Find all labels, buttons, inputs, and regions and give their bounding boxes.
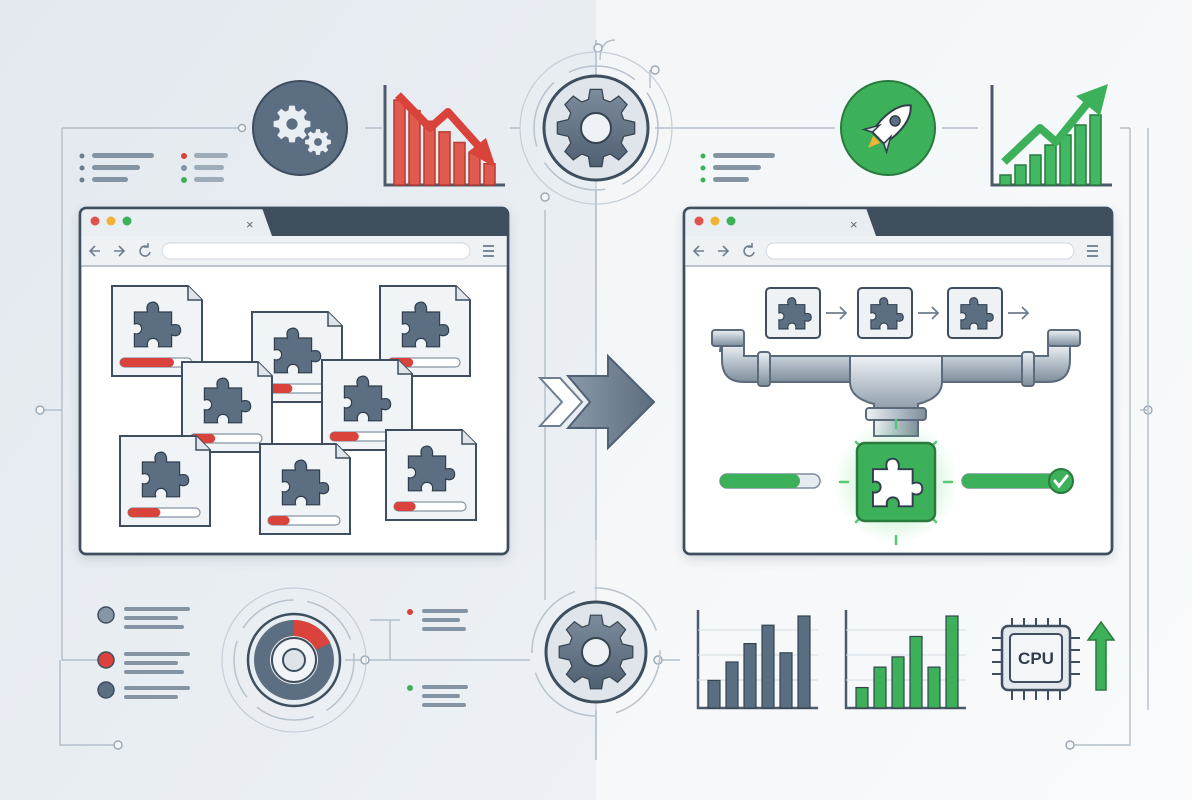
reload-icon: [743, 243, 755, 257]
left-top-list: [79, 153, 228, 183]
after-nav-controls[interactable]: [692, 243, 755, 257]
forward-arrow-icon: [718, 245, 730, 257]
after-menu-icon[interactable]: [1087, 245, 1098, 257]
left-bottom-center-list: [407, 609, 468, 707]
after-bar-chart-gray: [696, 610, 818, 710]
bar: [891, 656, 905, 709]
optimized-plugin-icon: [834, 418, 958, 546]
trend-bar: [1074, 124, 1087, 186]
pipeline-plugin-row: [765, 287, 1030, 339]
trend-bar: [423, 120, 436, 186]
cpu-label: CPU: [1018, 649, 1054, 668]
plugin-status-fill: [120, 358, 174, 367]
trend-bar: [393, 99, 406, 186]
bar: [909, 635, 923, 709]
pipeline-plugin-card: [857, 287, 940, 339]
plugin-status-fill: [330, 432, 359, 441]
bar: [707, 679, 721, 709]
trend-bar: [999, 174, 1012, 186]
trend-bar: [1029, 154, 1042, 186]
declining-chart-icon: [383, 85, 505, 187]
donut-gauge-icon: [221, 587, 367, 733]
bar: [725, 661, 739, 709]
after-traffic-lights: [694, 216, 736, 226]
before-address-bar[interactable]: [161, 242, 471, 260]
plugin-status-fill: [128, 508, 161, 517]
trend-bar: [438, 131, 451, 186]
trend-bar: [1044, 144, 1057, 186]
bar: [743, 642, 757, 709]
check-icon: [1048, 468, 1074, 494]
trend-bar: [453, 141, 466, 186]
left-bottom-list: [97, 606, 190, 699]
after-tab-close-icon[interactable]: ×: [850, 217, 858, 232]
plugin-card: [119, 435, 211, 527]
bottom-center-gear: [531, 587, 661, 717]
pipeline-plugin-card: [947, 287, 1030, 339]
plugin-card: [385, 429, 477, 521]
bar: [927, 666, 941, 709]
back-arrow-icon: [88, 245, 100, 257]
after-progress-left: [719, 473, 821, 489]
flow-arrow-icon: [826, 306, 848, 320]
after-progress-right: [961, 473, 1057, 489]
before-tab-close-icon[interactable]: ×: [246, 217, 254, 232]
up-arrow-icon: [1086, 620, 1116, 691]
trend-bar: [408, 109, 421, 186]
after-address-bar[interactable]: [765, 242, 1075, 260]
forward-arrow-icon: [114, 245, 126, 257]
right-top-list: [700, 153, 775, 183]
bar: [945, 615, 959, 709]
top-center-gear: [519, 51, 673, 205]
bar: [855, 686, 869, 709]
plugin-card: [111, 285, 203, 377]
cpu-chip-icon: [992, 618, 1080, 700]
rocket-icon: [840, 80, 936, 176]
trend-bar: [1089, 114, 1102, 186]
gears-icon: [252, 80, 348, 176]
trend-bar: [1014, 164, 1027, 186]
plugin-card: [321, 359, 413, 451]
back-arrow-icon: [692, 245, 704, 257]
before-plugin-cards: [111, 285, 477, 535]
trend-bar: [1059, 134, 1072, 186]
reload-icon: [139, 243, 151, 257]
before-traffic-lights: [90, 216, 132, 226]
bar: [761, 624, 775, 709]
plugin-card: [259, 443, 351, 535]
before-menu-icon[interactable]: [483, 245, 494, 257]
circuit-lines: [40, 39, 1131, 760]
bar: [797, 615, 811, 709]
plugin-card: [379, 285, 471, 377]
plugin-card: [251, 311, 343, 403]
transform-arrow-icon: [537, 353, 656, 451]
after-bar-chart-green: [844, 610, 966, 710]
circuit-line-right: [1140, 128, 1149, 710]
bar: [779, 652, 793, 709]
circuit-nodes: [35, 43, 1153, 750]
before-nav-controls[interactable]: [88, 243, 151, 257]
flow-arrow-icon: [918, 306, 940, 320]
pipeline-plugin-card: [765, 287, 848, 339]
plugin-status-fill: [394, 502, 416, 511]
bar: [873, 666, 887, 709]
plugin-status-fill: [268, 516, 290, 525]
rising-chart-icon: [990, 84, 1112, 187]
trend-bar: [483, 163, 496, 186]
flow-arrow-icon: [1008, 306, 1030, 320]
